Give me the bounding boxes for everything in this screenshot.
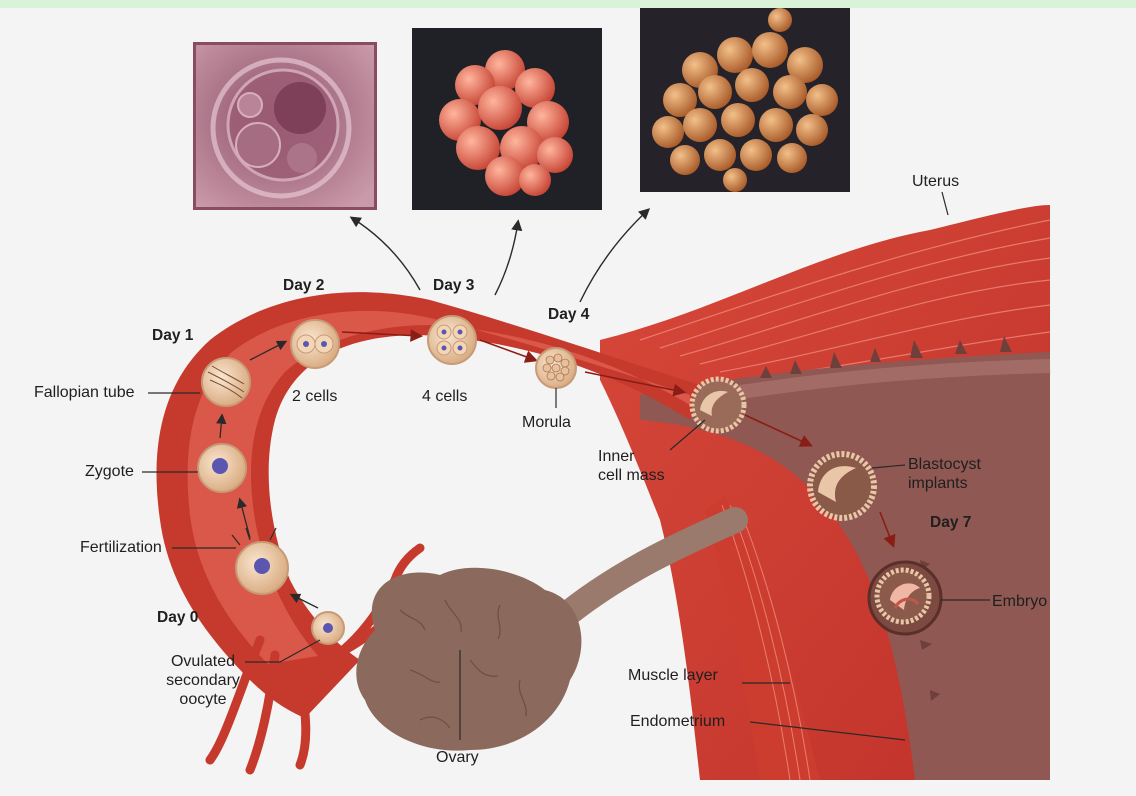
label-inner-cell-mass: Inner cell mass	[598, 447, 665, 485]
label-morula: Morula	[522, 413, 571, 432]
inner-line-1: Inner	[598, 447, 665, 466]
label-endometrium: Endometrium	[630, 712, 725, 731]
cell-day1-dividing	[202, 358, 250, 406]
blastocyst-line-1: Blastocyst	[908, 455, 981, 474]
photo-day2-zygote	[193, 42, 377, 210]
cell-inner-cell-mass	[692, 379, 744, 431]
label-zygote: Zygote	[85, 462, 134, 481]
cell-zygote	[198, 444, 246, 492]
label-ovulated-secondary-oocyte: Ovulated secondary oocyte	[158, 652, 248, 709]
label-fallopian-tube: Fallopian tube	[34, 383, 135, 402]
ovulated-line-3: oocyte	[158, 690, 248, 709]
ovulated-line-1: Ovulated	[158, 652, 248, 671]
label-2-cells: 2 cells	[292, 387, 337, 406]
label-fertilization: Fertilization	[80, 538, 162, 557]
cell-ovulated-oocyte	[312, 612, 344, 644]
label-blastocyst-implants: Blastocyst implants	[908, 455, 981, 493]
label-4-cells: 4 cells	[422, 387, 467, 406]
label-day-4: Day 4	[548, 305, 589, 324]
label-embryo: Embryo	[992, 592, 1047, 611]
cell-four-cells	[428, 316, 476, 364]
label-muscle-layer: Muscle layer	[628, 666, 718, 685]
cell-blastocyst-implants	[810, 454, 874, 518]
label-day-3: Day 3	[433, 276, 474, 295]
label-ovary: Ovary	[436, 748, 479, 767]
label-uterus: Uterus	[912, 172, 959, 191]
cell-two-cells	[291, 320, 339, 368]
ovulated-line-2: secondary	[158, 671, 248, 690]
label-day-0: Day 0	[157, 608, 198, 627]
cell-embryo	[869, 562, 941, 634]
label-day-2: Day 2	[283, 276, 324, 295]
photo-day4-morula	[640, 8, 850, 192]
blastocyst-line-2: implants	[908, 474, 981, 493]
label-day-7: Day 7	[930, 513, 971, 532]
label-day-1: Day 1	[152, 326, 193, 345]
photo-day3-cleavage	[412, 28, 602, 210]
cell-morula	[536, 348, 576, 388]
inner-line-2: cell mass	[598, 466, 665, 485]
